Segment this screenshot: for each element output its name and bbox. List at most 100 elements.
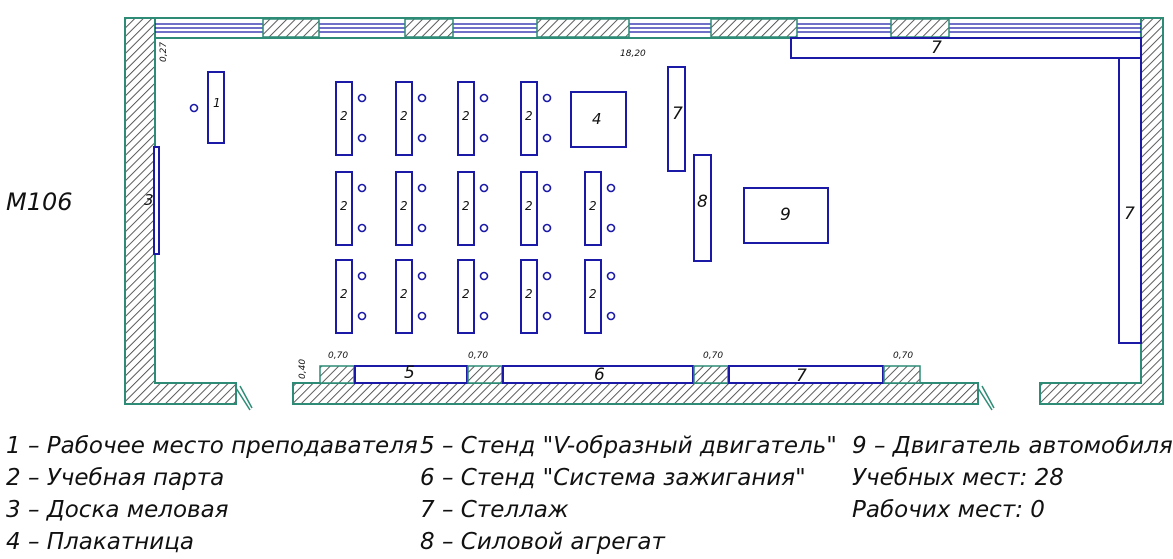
student-chair [479,311,489,321]
student-chair [479,223,489,233]
engine-label: 9 [780,205,791,225]
poster-holder [570,91,627,148]
bottom-stands: 5 6 7 [319,363,921,386]
student-chair [357,183,367,193]
door-left [235,387,251,411]
legend-item: 9 – Двигатель автомобиля [852,433,1173,459]
student-chair [357,223,367,233]
rack-top-label: 7 [931,38,942,58]
top-pier [262,18,320,38]
student-desk [395,81,413,156]
top-pier [536,18,630,38]
desk-label: 2 [589,199,597,213]
desk-label: 2 [400,109,408,123]
sill-dim: 0,40 [298,359,308,379]
poster-label: 4 [592,110,602,128]
legend-column-2: 5 – Стенд "V-образный двигатель" 6 – Сте… [420,430,837,558]
top-pier [710,18,798,38]
student-desk [457,259,475,334]
student-chair [417,311,427,321]
stand-ignition [502,365,694,384]
student-chair [606,311,616,321]
student-chair [542,133,552,143]
student-desk [335,81,353,156]
door-right [977,387,993,411]
top-pier [404,18,454,38]
wall-offset-dim: 0,27 [159,42,169,62]
student-chair [542,311,552,321]
legend-item: 4 – Плакатница [6,529,194,555]
student-chair [606,223,616,233]
room-label: М106 [6,188,73,216]
segment-dim-3: 0,70 [703,351,723,361]
student-desk [584,259,602,334]
desk-label: 2 [525,287,533,301]
rack-right [1118,57,1142,344]
desk-label: 2 [462,199,470,213]
desk-label: 2 [462,287,470,301]
student-desk [457,81,475,156]
student-chair [479,133,489,143]
legend-item: 5 – Стенд "V-образный двигатель" [420,433,837,459]
rack-bottom-label: 7 [796,366,807,386]
legend-item: 2 – Учебная парта [6,465,225,491]
desk-label: 2 [400,199,408,213]
student-desk [335,171,353,246]
top-pier [890,18,950,38]
right-wall [1039,17,1164,405]
furniture [153,37,1142,344]
segment-dim-2: 0,70 [468,351,488,361]
legend-item: 1 – Рабочее место преподавателя [6,433,418,459]
student-desk [520,81,538,156]
legend-item: 8 – Силовой агрегат [420,529,665,555]
rack-top [790,37,1142,59]
student-desk [584,171,602,246]
car-engine [743,187,829,244]
student-chair [417,271,427,281]
desk-label: 2 [525,109,533,123]
student-chair [417,223,427,233]
legend-column-3: 9 – Двигатель автомобиля Учебных мест: 2… [852,430,1173,526]
student-chair [479,93,489,103]
top-wall [154,17,1142,39]
student-desk [520,259,538,334]
rack-bottom [728,365,884,384]
legend-item: 7 – Стеллаж [420,497,569,523]
student-chair [417,183,427,193]
legend-item: Рабочих мест: 0 [852,497,1045,523]
stand-v-label: 5 [404,363,415,383]
student-chair [357,93,367,103]
student-chair [542,271,552,281]
legend-item: Учебных мест: 28 [852,465,1064,491]
student-desk [520,171,538,246]
desk-label: 2 [462,109,470,123]
floor-plan: М106 5 6 7 [6,17,1164,411]
student-chair [479,271,489,281]
segment-dim-1: 0,70 [328,351,348,361]
student-chair [417,93,427,103]
student-desk [457,171,475,246]
student-chair [357,133,367,143]
bottom-wall [292,382,979,405]
board-label: 3 [144,191,154,209]
student-chair [357,271,367,281]
teacher-label: 1 [213,96,221,110]
rack-right-label: 7 [1124,204,1135,224]
stand-v-engine [354,365,468,384]
legend-item: 3 – Доска меловая [6,497,229,523]
teacher-desk [207,71,225,144]
student-chair [606,271,616,281]
student-chair [542,223,552,233]
desk-label: 2 [400,287,408,301]
rack-center [667,66,686,172]
walls [124,17,1164,405]
furniture-labels: 1 3 4 7 7 7 8 9 [144,38,1135,225]
doors [235,385,995,411]
student-chair [542,183,552,193]
desk-label: 2 [340,199,348,213]
desk-label: 2 [340,109,348,123]
length-dim: 18,20 [620,49,646,59]
rack-center-label: 7 [672,104,683,124]
segment-dim-4: 0,70 [893,351,913,361]
